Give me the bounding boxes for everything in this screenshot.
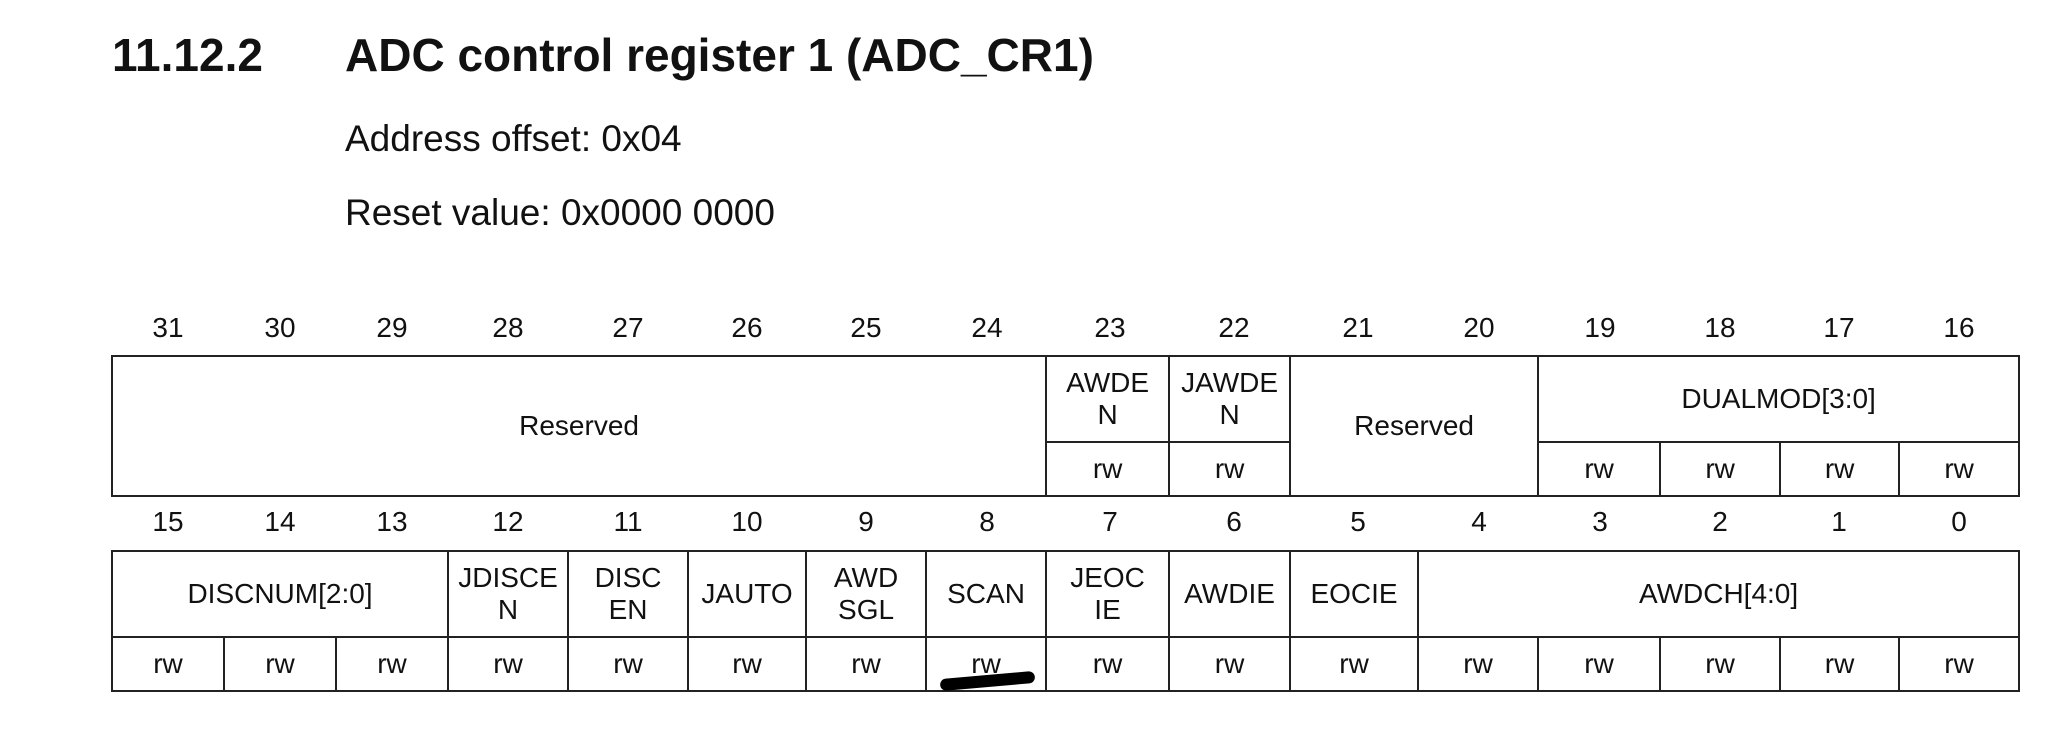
bit-number: 27 bbox=[612, 312, 644, 343]
bit-number: 13 bbox=[376, 506, 408, 537]
bit-number: 7 bbox=[1102, 506, 1118, 537]
access-bit11: rw bbox=[567, 636, 690, 692]
register-table-lower: DISCNUM[2:0] JDISCE N DISC EN JAUTO AWD … bbox=[110, 550, 2021, 692]
access-awden: rw bbox=[1045, 441, 1171, 497]
field-awdsgl: AWD SGL bbox=[805, 550, 928, 638]
bit-number: 23 bbox=[1094, 312, 1126, 343]
bit-number: 24 bbox=[971, 312, 1003, 343]
access-dualmod0: rw bbox=[1898, 441, 2021, 497]
section-title: ADC control register 1 (ADC_CR1) bbox=[345, 29, 1094, 81]
field-scan: SCAN bbox=[925, 550, 1048, 638]
bit-number: 29 bbox=[376, 312, 408, 343]
bit-number: 14 bbox=[264, 506, 296, 537]
bit-number: 25 bbox=[850, 312, 882, 343]
bit-number: 9 bbox=[858, 506, 874, 537]
field-reserved-high: Reserved bbox=[110, 355, 1048, 497]
bit-number: 22 bbox=[1218, 312, 1250, 343]
bit-number: 20 bbox=[1463, 312, 1495, 343]
field-jawden: JAWDE N bbox=[1168, 355, 1292, 443]
access-bit7: rw bbox=[1045, 636, 1171, 692]
bit-number: 5 bbox=[1350, 506, 1366, 537]
address-offset: Address offset: 0x04 bbox=[345, 118, 682, 159]
bit-number: 30 bbox=[264, 312, 296, 343]
access-bit3: rw bbox=[1537, 636, 1662, 692]
field-jeocie: JEOC IE bbox=[1045, 550, 1171, 638]
bit-number: 28 bbox=[492, 312, 524, 343]
access-bit15: rw bbox=[111, 636, 225, 692]
bit-number: 19 bbox=[1584, 312, 1616, 343]
access-bit13: rw bbox=[334, 636, 450, 692]
bit-number: 31 bbox=[152, 312, 184, 343]
bit-number: 12 bbox=[492, 506, 524, 537]
bit-number: 8 bbox=[979, 506, 995, 537]
access-dualmod1: rw bbox=[1779, 441, 1901, 497]
field-reserved-mid: Reserved bbox=[1289, 355, 1540, 497]
access-bit10: rw bbox=[687, 636, 808, 692]
access-jawden: rw bbox=[1168, 441, 1292, 497]
bit-number: 6 bbox=[1226, 506, 1242, 537]
access-bit0: rw bbox=[1898, 636, 2021, 692]
field-jauto: JAUTO bbox=[687, 550, 808, 638]
access-bit2: rw bbox=[1659, 636, 1782, 692]
section-number: 11.12.2 bbox=[112, 29, 263, 81]
bit-number: 1 bbox=[1831, 506, 1847, 537]
bit-number: 18 bbox=[1704, 312, 1736, 343]
field-awdch: AWDCH[4:0] bbox=[1417, 550, 2021, 638]
access-bit12: rw bbox=[447, 636, 570, 692]
access-dualmod2: rw bbox=[1659, 441, 1782, 497]
bit-number: 11 bbox=[613, 506, 643, 537]
access-dualmod3: rw bbox=[1537, 441, 1662, 497]
access-bit5: rw bbox=[1289, 636, 1420, 692]
bit-number: 4 bbox=[1471, 506, 1487, 537]
bit-number: 17 bbox=[1823, 312, 1855, 343]
field-awden: AWDE N bbox=[1045, 355, 1171, 443]
bit-number: 10 bbox=[731, 506, 763, 537]
bit-number: 0 bbox=[1951, 506, 1967, 537]
field-discnum: DISCNUM[2:0] bbox=[110, 550, 450, 638]
reset-value: Reset value: 0x0000 0000 bbox=[345, 192, 775, 233]
access-bit6: rw bbox=[1168, 636, 1292, 692]
bit-number: 26 bbox=[731, 312, 763, 343]
lower-bit-numbers: 15 14 13 12 11 10 9 8 7 6 5 4 3 2 1 0 bbox=[0, 506, 2048, 546]
field-dualmod: DUALMOD[3:0] bbox=[1537, 355, 2021, 443]
bit-number: 3 bbox=[1592, 506, 1608, 537]
access-bit4: rw bbox=[1417, 636, 1540, 692]
bit-number: 15 bbox=[152, 506, 184, 537]
field-jdiscen: JDISCE N bbox=[447, 550, 570, 638]
access-bit9: rw bbox=[805, 636, 928, 692]
upper-bit-numbers: 31 30 29 28 27 26 25 24 23 22 21 20 19 1… bbox=[0, 312, 2048, 352]
register-table-upper: Reserved AWDE N JAWDE N Reserved DUALMOD… bbox=[110, 355, 2021, 497]
field-eocie: EOCIE bbox=[1289, 550, 1420, 638]
bit-number: 21 bbox=[1342, 312, 1374, 343]
access-bit14: rw bbox=[223, 636, 337, 692]
field-discen: DISC EN bbox=[567, 550, 690, 638]
field-awdie: AWDIE bbox=[1168, 550, 1292, 638]
access-bit1: rw bbox=[1779, 636, 1901, 692]
bit-number: 16 bbox=[1943, 312, 1975, 343]
bit-number: 2 bbox=[1712, 506, 1728, 537]
